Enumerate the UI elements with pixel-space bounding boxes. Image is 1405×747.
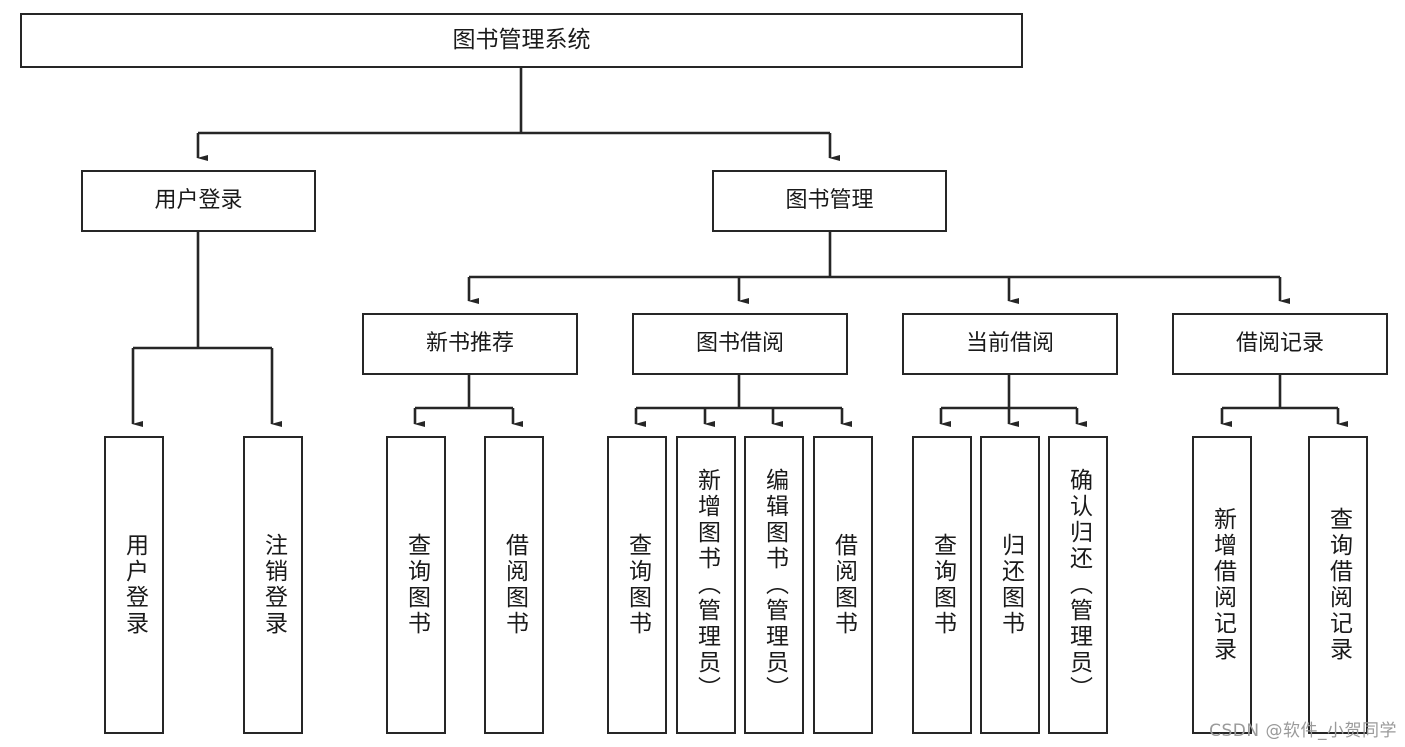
node-label: 编辑图书（管理员） bbox=[761, 468, 788, 702]
node-label: 查询图书 bbox=[624, 533, 651, 637]
node-leaf-add-book[interactable]: 新增图书（管理员） bbox=[676, 436, 736, 734]
node-borrow-record[interactable]: 借阅记录 bbox=[1172, 313, 1388, 375]
node-leaf-logout[interactable]: 注销登录 bbox=[243, 436, 303, 734]
node-label: 新增借阅记录 bbox=[1209, 507, 1236, 663]
node-leaf-borrow-book-1[interactable]: 借阅图书 bbox=[484, 436, 544, 734]
node-leaf-query-record[interactable]: 查询借阅记录 bbox=[1308, 436, 1368, 734]
node-label: 用户登录 bbox=[154, 188, 243, 214]
node-leaf-edit-book[interactable]: 编辑图书（管理员） bbox=[744, 436, 804, 734]
node-leaf-query-book-2[interactable]: 查询图书 bbox=[607, 436, 667, 734]
node-label: 用户登录 bbox=[121, 533, 148, 637]
node-leaf-query-book-1[interactable]: 查询图书 bbox=[386, 436, 446, 734]
node-label: 借阅图书 bbox=[501, 533, 528, 637]
node-current-borrow[interactable]: 当前借阅 bbox=[902, 313, 1118, 375]
node-label: 归还图书 bbox=[997, 533, 1024, 637]
node-label: 确认归还（管理员） bbox=[1065, 468, 1092, 702]
node-book-management[interactable]: 图书管理 bbox=[712, 170, 947, 232]
node-new-book-recommend[interactable]: 新书推荐 bbox=[362, 313, 578, 375]
node-leaf-add-record[interactable]: 新增借阅记录 bbox=[1192, 436, 1252, 734]
node-leaf-borrow-book-2[interactable]: 借阅图书 bbox=[813, 436, 873, 734]
node-label: 图书借阅 bbox=[695, 331, 784, 357]
node-label: 查询图书 bbox=[929, 533, 956, 637]
node-label: 借阅图书 bbox=[830, 533, 857, 637]
node-label: 新增图书（管理员） bbox=[693, 468, 720, 702]
node-label: 新书推荐 bbox=[425, 331, 514, 357]
node-label: 借阅记录 bbox=[1235, 331, 1324, 357]
node-book-management-system[interactable]: 图书管理系统 bbox=[20, 13, 1023, 68]
node-label: 查询图书 bbox=[403, 533, 430, 637]
node-label: 图书管理系统 bbox=[452, 26, 591, 53]
node-label: 图书管理 bbox=[785, 188, 874, 214]
node-label: 查询借阅记录 bbox=[1325, 507, 1352, 663]
node-leaf-return-book[interactable]: 归还图书 bbox=[980, 436, 1040, 734]
node-leaf-confirm-return[interactable]: 确认归还（管理员） bbox=[1048, 436, 1108, 734]
node-leaf-query-book-3[interactable]: 查询图书 bbox=[912, 436, 972, 734]
node-leaf-user-login[interactable]: 用户登录 bbox=[104, 436, 164, 734]
node-book-borrow[interactable]: 图书借阅 bbox=[632, 313, 848, 375]
node-label: 当前借阅 bbox=[965, 331, 1054, 357]
node-label: 注销登录 bbox=[260, 533, 287, 637]
node-user-login[interactable]: 用户登录 bbox=[81, 170, 316, 232]
